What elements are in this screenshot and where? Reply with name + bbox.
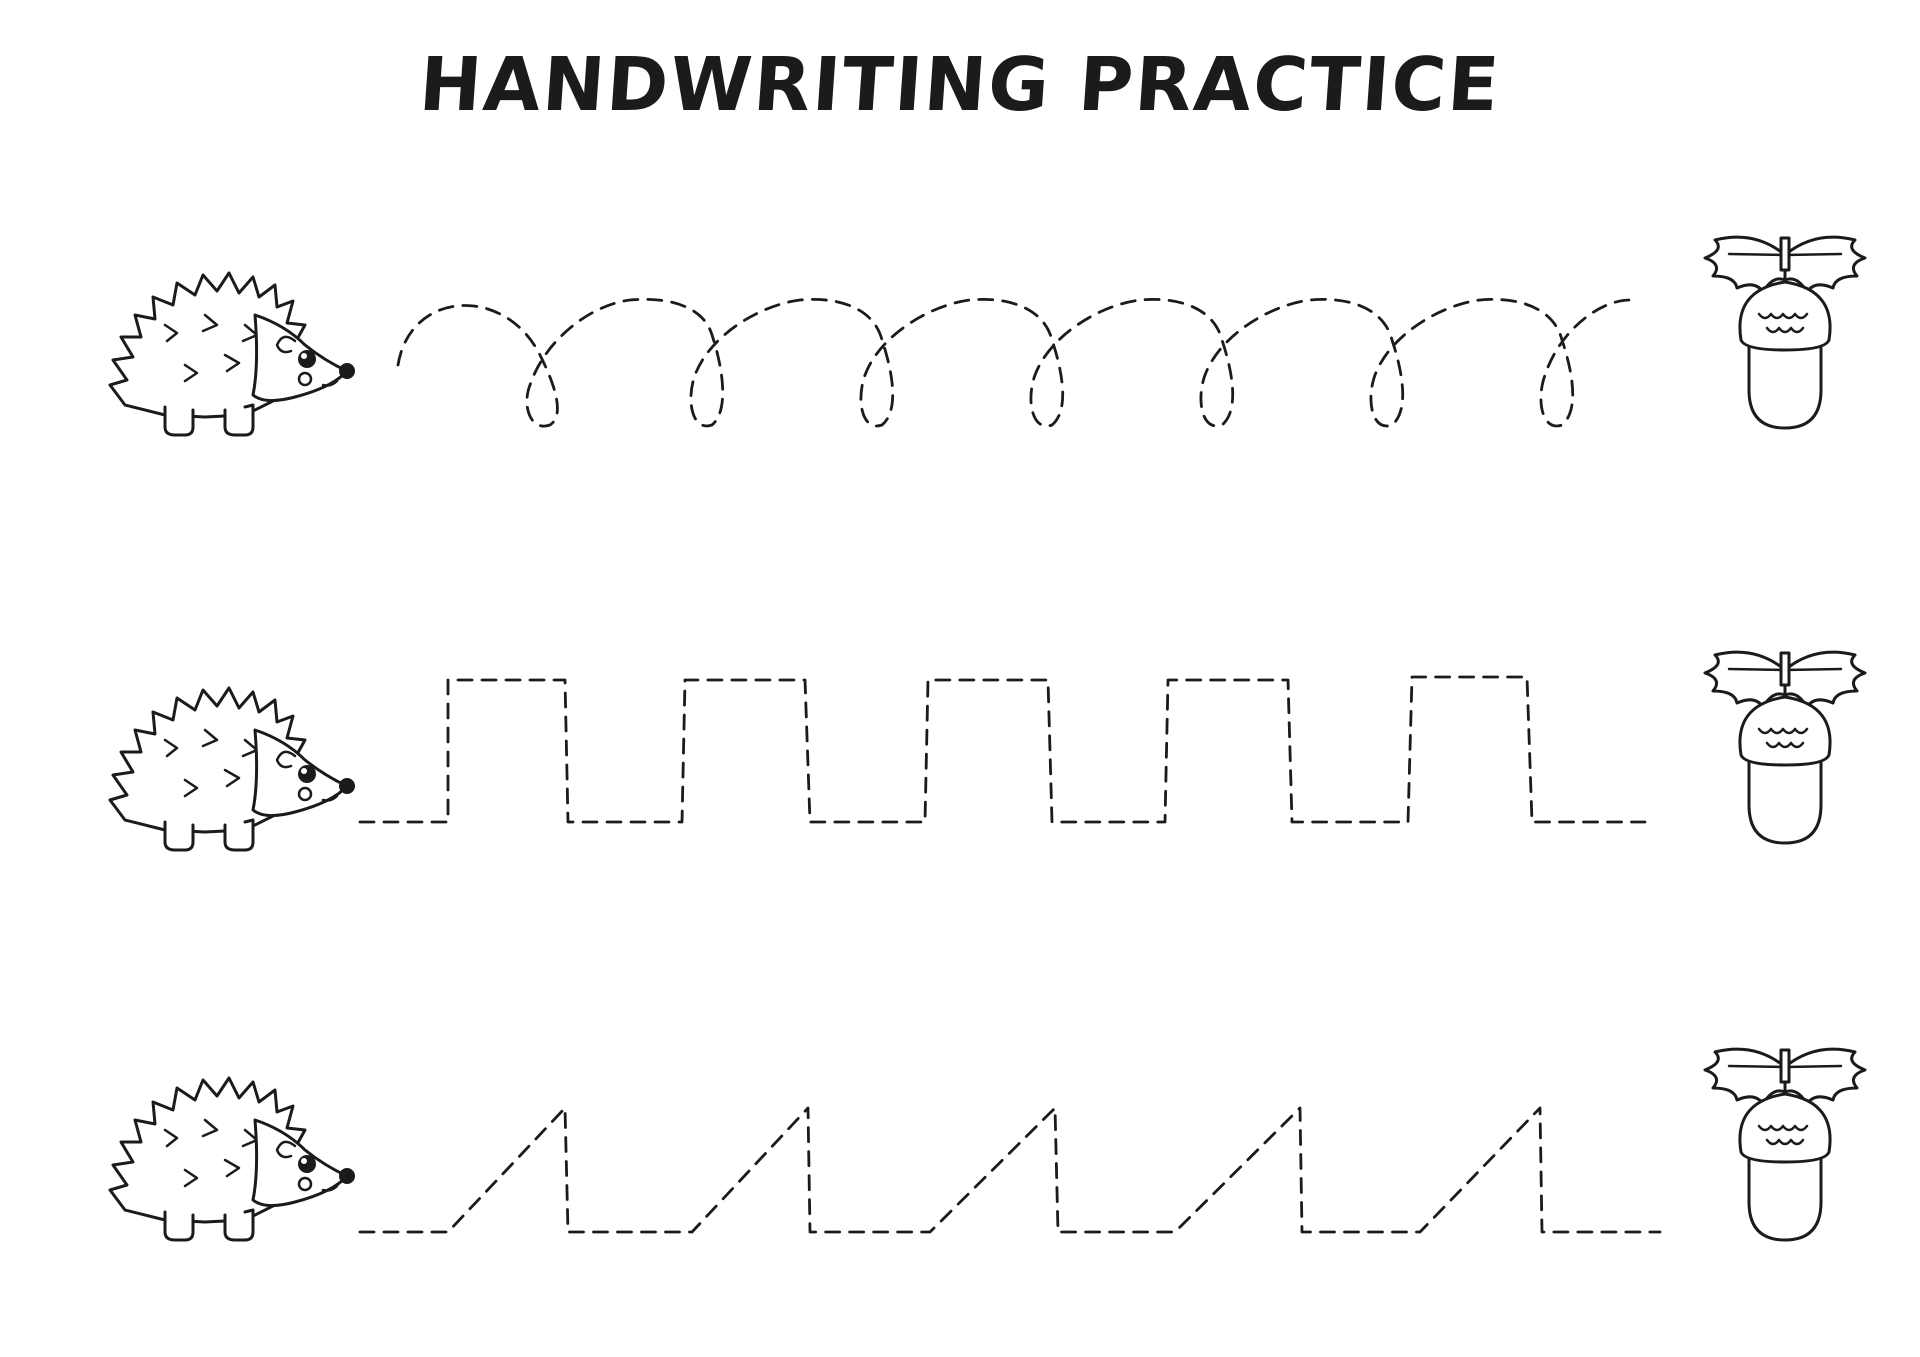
row-2 [108, 650, 1867, 852]
acorn-icon [1703, 235, 1867, 430]
tracing-line-sawtooth[interactable] [358, 1106, 1662, 1234]
row-3 [108, 1047, 1867, 1242]
tracing-line-loops[interactable] [396, 297, 1632, 428]
hedgehog-icon [108, 271, 357, 437]
row-1 [108, 235, 1867, 437]
acorn-icon [1703, 1047, 1867, 1242]
hedgehog-icon [108, 686, 357, 852]
tracing-line-square-wave[interactable] [358, 675, 1647, 824]
acorn-icon [1703, 650, 1867, 845]
hedgehog-icon [108, 1076, 357, 1242]
